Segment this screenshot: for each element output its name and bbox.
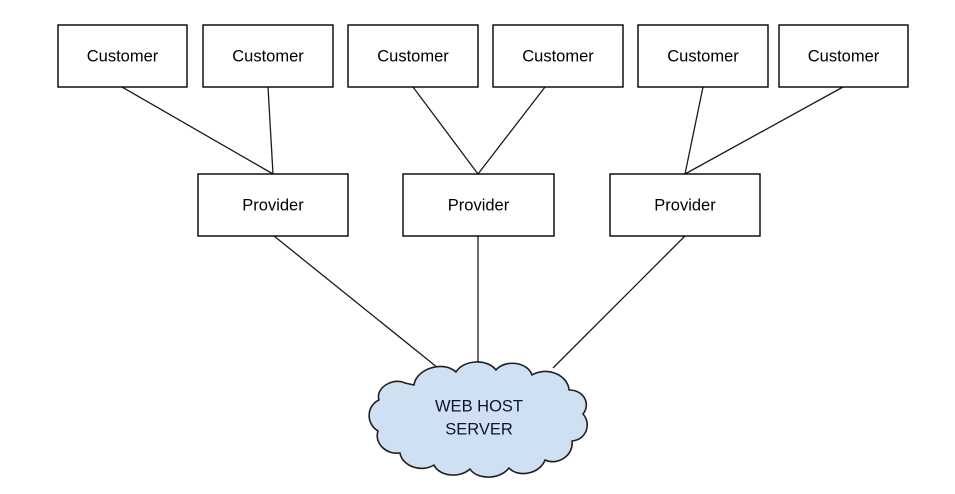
customer-node-6[interactable]: Customer bbox=[778, 24, 909, 88]
web-host-server-cloud-node[interactable]: WEB HOST SERVER bbox=[368, 361, 588, 478]
customer-label-2: Customer bbox=[232, 47, 304, 65]
provider-node-1[interactable]: Provider bbox=[197, 173, 349, 237]
provider-node-3[interactable]: Provider bbox=[609, 173, 761, 237]
edge-customer-6-provider-3 bbox=[684, 86, 844, 175]
edge-customer-4-provider-2 bbox=[477, 86, 546, 175]
cloud-icon[interactable] bbox=[368, 361, 588, 478]
customer-box-4[interactable] bbox=[492, 24, 624, 88]
customer-box-5[interactable] bbox=[637, 24, 769, 88]
customer-box-2[interactable] bbox=[202, 24, 334, 88]
customer-node-4[interactable]: Customer bbox=[492, 24, 624, 88]
edge-customer-5-provider-3 bbox=[684, 86, 704, 175]
cloud-label-line2: SERVER bbox=[445, 420, 513, 438]
customer-node-3[interactable]: Customer bbox=[347, 24, 479, 88]
customer-box-3[interactable] bbox=[347, 24, 479, 88]
customer-node-5[interactable]: Customer bbox=[637, 24, 769, 88]
provider-box-3[interactable] bbox=[609, 173, 761, 237]
provider-cloud-connectors bbox=[273, 235, 686, 373]
edge-customer-1-provider-1 bbox=[121, 86, 274, 175]
customer-node-1[interactable]: Customer bbox=[57, 24, 188, 88]
provider-node-2[interactable]: Provider bbox=[402, 173, 555, 237]
provider-box-2[interactable] bbox=[402, 173, 555, 237]
customer-box-1[interactable] bbox=[57, 24, 188, 88]
customer-label-5: Customer bbox=[667, 47, 739, 65]
provider-label-1: Provider bbox=[242, 196, 304, 214]
customer-label-6: Customer bbox=[808, 47, 880, 65]
customer-box-6[interactable] bbox=[778, 24, 909, 88]
customer-label-4: Customer bbox=[522, 47, 594, 65]
provider-label-3: Provider bbox=[654, 196, 716, 214]
provider-box-1[interactable] bbox=[197, 173, 349, 237]
edge-customer-3-provider-2 bbox=[412, 86, 479, 175]
provider-label-2: Provider bbox=[448, 196, 510, 214]
edge-provider-3-web-host-server bbox=[552, 235, 686, 369]
customer-provider-connectors bbox=[121, 86, 844, 175]
edge-provider-1-web-host-server bbox=[273, 235, 444, 373]
customer-label-3: Customer bbox=[377, 47, 449, 65]
cloud-label-line1: WEB HOST bbox=[435, 397, 523, 415]
customer-label-1: Customer bbox=[87, 47, 159, 65]
edge-customer-2-provider-1 bbox=[267, 86, 274, 175]
customer-node-2[interactable]: Customer bbox=[202, 24, 334, 88]
